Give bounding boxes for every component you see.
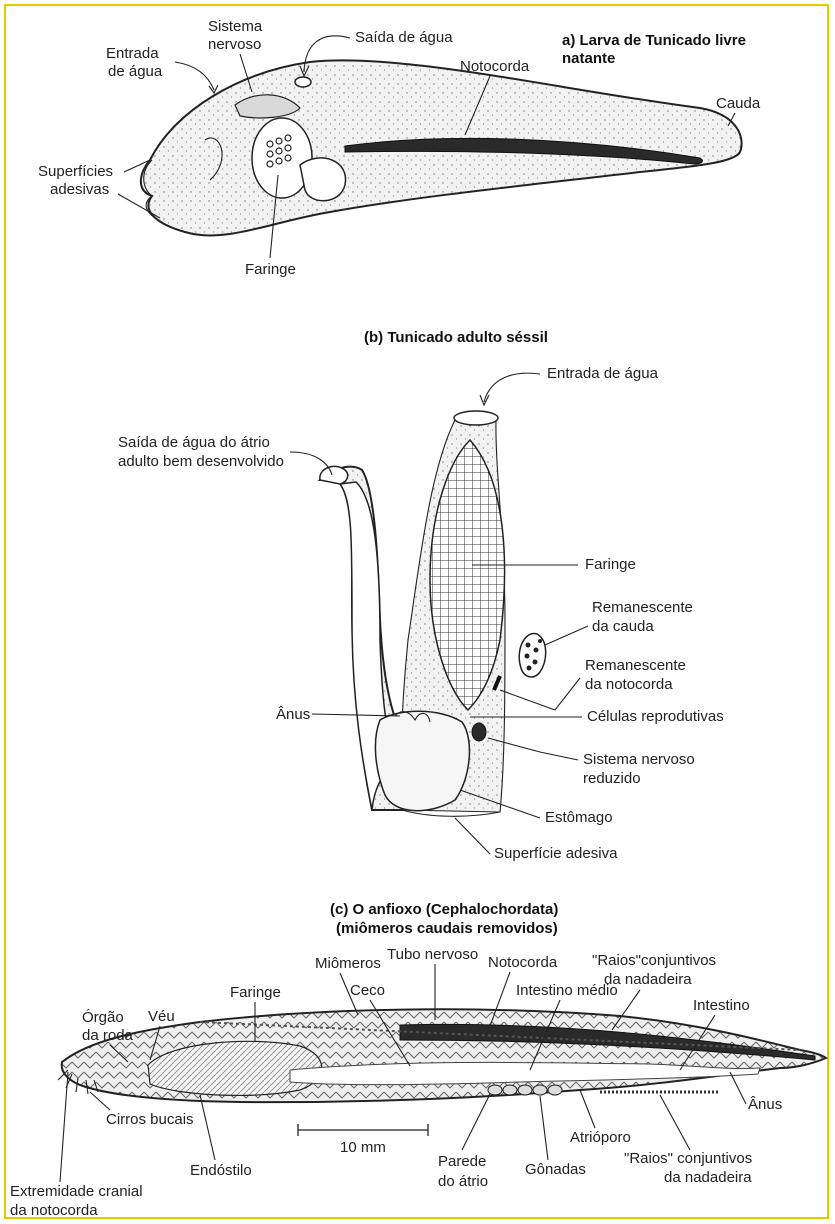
label-faringe-a: Faringe [245,261,296,278]
label-gonadas: Gônadas [525,1161,586,1178]
anfioxo-gonadas [488,1085,562,1095]
label-veu: Véu [148,1008,175,1025]
label-saida-agua: Saída de água [355,29,453,46]
scale-bar [298,1124,428,1136]
label-parede-line1: Parede [438,1153,486,1170]
label-endostilo: Endóstilo [190,1162,252,1179]
label-anus-c: Ânus [748,1096,782,1113]
label-rem-noto-line2: da notocorda [585,676,673,693]
label-notocorda-a: Notocorda [460,58,530,75]
adult-estomago [375,711,469,810]
label-extremidade-line1: Extremidade cranial [10,1183,143,1200]
label-rem-cauda-line1: Remanescente [592,599,693,616]
label-orgao-line2: da roda [82,1027,134,1044]
label-entrada-line2: de água [108,63,163,80]
panel-b-adulto: (b) Tunicado adulto séssil Entrada de ág… [118,329,724,862]
larva-faringe-organ [252,118,312,198]
panel-a-larva: a) Larva de Tunicado livre natante Siste… [38,18,761,278]
label-raios-bot-line1: "Raios" conjuntivos [624,1150,752,1167]
label-faringe-c: Faringe [230,984,281,1001]
label-superficie: Superfície adesiva [494,845,618,862]
label-estomago: Estômago [545,809,613,826]
label-rem-cauda-line2: da cauda [592,618,654,635]
label-raios-bot-line2: da nadadeira [664,1169,752,1186]
label-atrioporo: Atrióporo [570,1129,631,1146]
label-tubo-nervoso: Tubo nervoso [387,946,478,963]
label-sistema-b-line2: reduzido [583,770,641,787]
panel-c-title-line2: (miômeros caudais removidos) [336,920,558,937]
panel-b-title: (b) Tunicado adulto séssil [364,329,548,346]
label-cirros: Cirros bucais [106,1111,194,1128]
label-anus-b: Ânus [276,706,310,723]
adult-top-opening [454,411,498,425]
panel-a-title-line1: a) Larva de Tunicado livre [562,32,746,49]
panel-a-title-line2: natante [562,50,615,67]
label-extremidade-line2: da notocorda [10,1202,98,1219]
label-intestino-medio: Intestino médio [516,982,618,999]
label-cauda: Cauda [716,95,761,112]
anfioxo-intestine [290,1062,760,1084]
panel-c-anfioxo: (c) O anfioxo (Cephalochordata) (miômero… [10,901,826,1219]
label-entrada-agua-b: Entrada de água [547,365,659,382]
label-celulas: Células reprodutivas [587,708,724,725]
label-superficies-line1: Superfícies [38,163,113,180]
label-superficies-line2: adesivas [50,181,109,198]
panel-c-title-line1: (c) O anfioxo (Cephalochordata) [330,901,558,918]
label-notocorda-c: Notocorda [488,954,558,971]
label-rem-noto-line1: Remanescente [585,657,686,674]
larva-gut [300,158,346,201]
label-sistema-line2: nervoso [208,36,261,53]
label-entrada-line1: Entrada [106,45,159,62]
adult-sistema-nervoso [472,723,486,741]
label-sistema-b-line1: Sistema nervoso [583,751,695,768]
larva-exit-siphon [295,77,311,87]
label-orgao-line1: Órgão [82,1009,124,1026]
label-ceco: Ceco [350,982,385,999]
label-intestino: Intestino [693,997,750,1014]
label-faringe-b: Faringe [585,556,636,573]
label-sistema-line1: Sistema [208,18,263,35]
label-saida-line1: Saída de água do átrio [118,434,270,451]
label-raios-top-line1: "Raios"conjuntivos [592,952,716,969]
label-saida-line2: adulto bem desenvolvido [118,453,284,470]
label-miomeros: Miômeros [315,955,381,972]
adult-exit-siphon [320,466,348,484]
label-parede-line2: do átrio [438,1173,488,1190]
label-scale: 10 mm [340,1139,386,1156]
